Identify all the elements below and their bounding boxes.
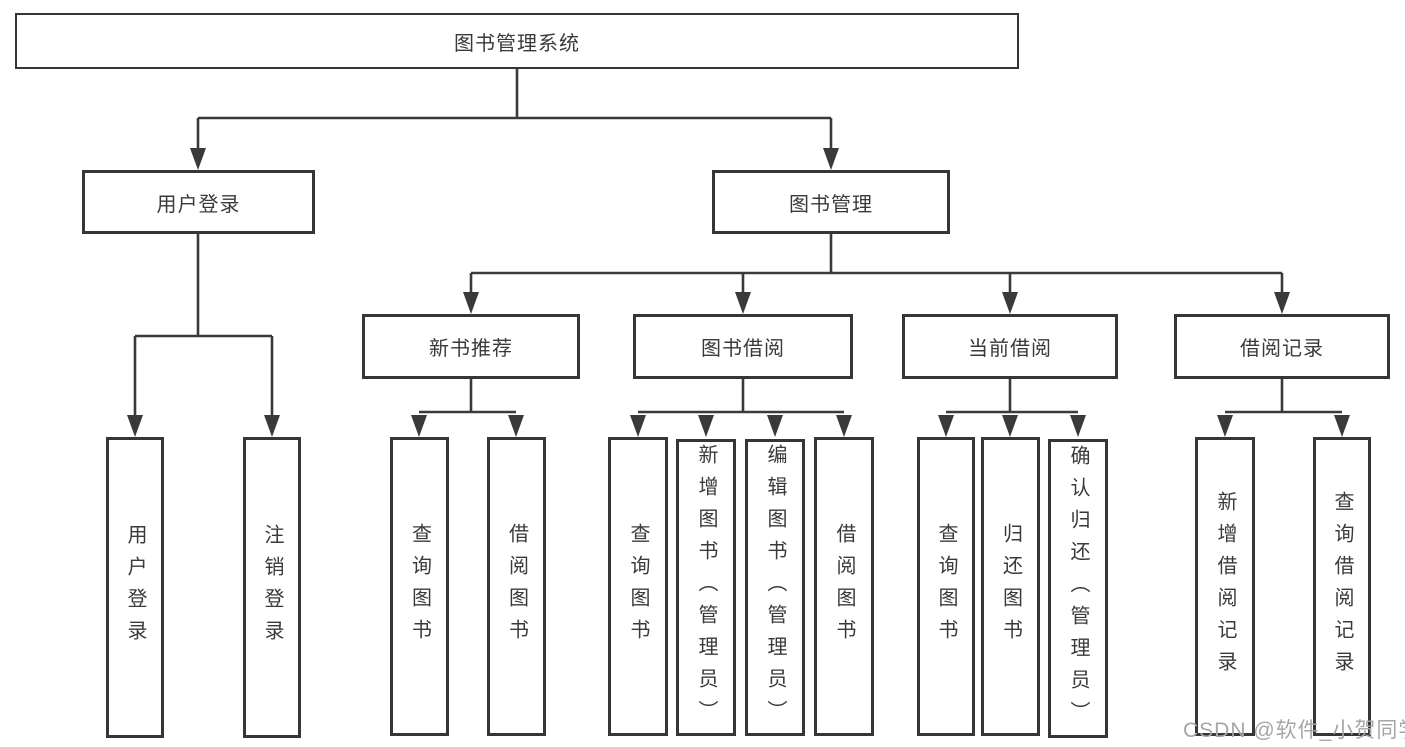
node-label: 新增图书（管理员） [695,443,717,732]
leaf-current-confirm-return-admin: 确认归还（管理员） [1048,439,1108,738]
node-book-borrow: 图书借阅 [633,314,853,379]
arrowheads [127,148,1350,437]
node-label: 图书管理系统 [454,32,580,55]
node-label: 当前借阅 [968,338,1052,360]
node-new-book-recommend: 新书推荐 [362,314,580,379]
node-label: 新书推荐 [429,338,513,360]
leaf-recommend-query-books: 查询图书 [390,437,449,736]
leaf-user-login: 用户登录 [106,437,164,738]
node-book-management: 图书管理 [712,170,950,234]
node-label: 用户登录 [124,523,146,652]
node-label: 注销登录 [261,523,283,652]
node-label: 归还图书 [999,522,1022,651]
node-label: 图书管理 [789,193,873,216]
node-label: 借阅图书 [833,522,855,651]
node-root-system: 图书管理系统 [15,13,1019,69]
leaf-logout: 注销登录 [243,437,301,738]
node-label: 查询借阅记录 [1331,490,1353,683]
leaf-borrow-query-books: 查询图书 [608,437,668,736]
node-label: 新增借阅记录 [1214,490,1236,683]
node-label: 查询图书 [935,522,957,651]
leaf-borrow-borrow-books: 借阅图书 [814,437,874,736]
node-borrow-records: 借阅记录 [1174,314,1390,379]
leaf-recommend-borrow-books: 借阅图书 [487,437,546,736]
leaf-records-query-record: 查询借阅记录 [1313,437,1371,736]
node-label: 确认归还（管理员） [1067,444,1089,733]
leaf-current-return-books: 归还图书 [981,437,1040,736]
node-label: 编辑图书（管理员） [764,443,786,732]
csdn-watermark: CSDN @软件_小贺同学 [1183,719,1405,742]
leaf-records-add-record: 新增借阅记录 [1195,437,1255,736]
node-label: 用户登录 [156,193,241,216]
node-label: 图书借阅 [701,338,785,360]
node-label: 查询图书 [408,522,431,651]
node-label: 借阅记录 [1240,338,1324,360]
node-label: 借阅图书 [505,522,528,651]
node-user-login: 用户登录 [82,170,315,234]
node-label: 查询图书 [627,522,649,651]
leaf-borrow-add-books-admin: 新增图书（管理员） [676,439,736,736]
leaf-borrow-edit-books-admin: 编辑图书（管理员） [745,439,805,736]
node-current-borrow: 当前借阅 [902,314,1118,379]
leaf-current-query-books: 查询图书 [917,437,975,736]
